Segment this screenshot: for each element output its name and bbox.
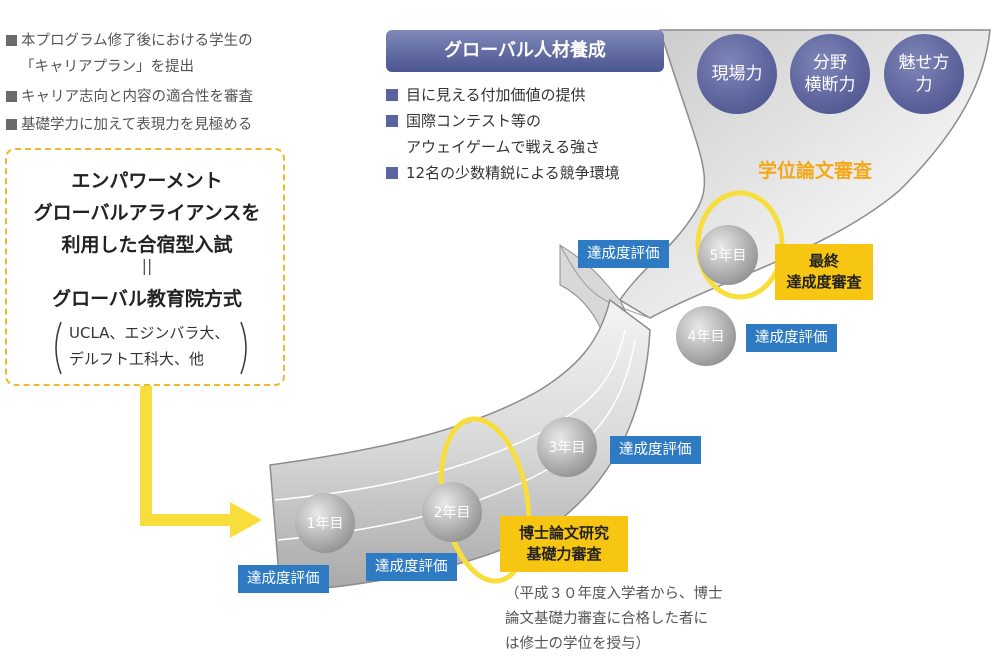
year-1-sphere: 1年目 [295, 493, 355, 553]
partner-universities-2: デルフト工科大、他 [69, 350, 205, 368]
skill-presentation: 魅せ方力 [884, 34, 964, 114]
square-bullet-icon [386, 115, 398, 127]
admission-exam-box: エンパワーメント グローバルアライアンスを 利用した合宿型入試 || グローバル… [5, 148, 285, 386]
criterion-2: キャリア志向と内容の適合性を審査 [6, 84, 253, 110]
masters-degree-note: （平成３０年度入学者から、博士 論文基礎力審査に合格した者に は修士の学位を授与… [505, 586, 723, 652]
exam-line-1: エンパワーメント [71, 170, 223, 192]
partner-universities-1: UCLA、エジンバラ大、 [69, 324, 230, 342]
final-achievement-review: 最終達成度審査 [775, 244, 873, 300]
parenthesis-icon [55, 321, 247, 375]
square-bullet-icon [386, 167, 398, 179]
evaluation-tag-year-5: 達成度評価 [578, 240, 669, 268]
criterion-1-cont: 「キャリアプラン」を提出 [20, 59, 194, 75]
flow-arrow [140, 386, 232, 526]
square-bullet-icon [6, 119, 17, 130]
year-4-sphere: 4年目 [676, 306, 736, 366]
year-3-sphere: 3年目 [537, 417, 597, 477]
exam-line-3: 利用した合宿型入試 [61, 234, 233, 256]
criterion-3: 基礎学力に加えて表現力を見極める [6, 112, 252, 138]
skill-interdisciplinary: 分野横断力 [790, 34, 870, 114]
criterion-1: 本プログラム修了後における学生の [6, 28, 253, 54]
degree-thesis-review: 学位論文審査 [758, 160, 873, 182]
global-bullet-3: 12名の少数精鋭による競争環境 [386, 162, 620, 183]
equals-mark: || [141, 256, 153, 275]
exam-line-2: グローバルアライアンスを [33, 202, 261, 224]
evaluation-tag-year-3: 達成度評価 [610, 436, 701, 464]
global-bullet-2: 国際コンテスト等の [386, 110, 541, 131]
exam-method-title: グローバル教育院方式 [52, 288, 242, 310]
global-bullet-2-cont: アウェイゲームで戦える強さ [406, 138, 601, 156]
square-bullet-icon [6, 35, 17, 46]
global-talent-title: グローバル人材養成 [386, 30, 664, 72]
evaluation-tag-year-2: 達成度評価 [366, 553, 457, 581]
square-bullet-icon [6, 91, 17, 102]
global-bullet-1: 目に見える付加価値の提供 [386, 84, 586, 105]
arrow-head-icon [230, 502, 262, 538]
evaluation-tag-year-1: 達成度評価 [238, 565, 329, 593]
evaluation-tag-year-4: 達成度評価 [746, 324, 837, 352]
skill-field-competence: 現場力 [697, 34, 777, 114]
square-bullet-icon [386, 89, 398, 101]
year-2-sphere: 2年目 [422, 482, 482, 542]
year-5-sphere: 5年目 [698, 225, 758, 285]
basic-research-review: 博士論文研究基礎力審査 [500, 516, 628, 572]
